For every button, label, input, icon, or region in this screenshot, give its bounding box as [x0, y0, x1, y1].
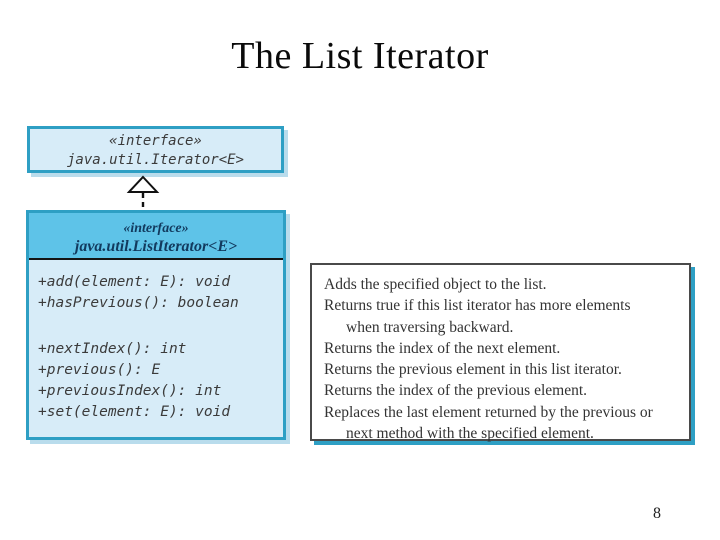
method-line: +previous(): E — [38, 361, 161, 378]
description-line: next method with the specified element. — [346, 425, 594, 443]
iterator-stereotype-label: «interface» — [109, 133, 202, 149]
uml-listiterator-header: «interface» java.util.ListIterator<E> — [29, 213, 283, 260]
page-number: 8 — [653, 505, 661, 522]
description-box: Adds the specified object to the list. R… — [310, 263, 691, 443]
inheritance-arrow-icon — [126, 175, 160, 211]
method-line: +previousIndex(): int — [38, 383, 222, 400]
page-title: The List Iterator — [231, 35, 489, 77]
description-line: Returns the index of the next element. — [324, 339, 561, 357]
method-line: +hasPrevious(): boolean — [38, 295, 239, 312]
iterator-name-label: java.util.Iterator<E> — [66, 152, 244, 168]
uml-listiterator-box: «interface» java.util.ListIterator<E> +a… — [26, 210, 286, 440]
uml-method-list: +add(element: E): void +hasPrevious(): b… — [29, 260, 283, 424]
description-line: when traversing backward. — [346, 318, 514, 336]
description-line: Adds the specified object to the list. — [324, 276, 547, 293]
method-line: +set(element: E): void — [38, 404, 231, 421]
method-line: +add(element: E): void — [38, 274, 231, 290]
description-line: Replaces the last element returned by th… — [324, 403, 653, 421]
listiterator-name-label: java.util.ListIterator<E> — [74, 238, 238, 255]
method-line: +nextIndex(): int — [38, 340, 187, 357]
listiterator-stereotype-label: «interface» — [123, 221, 189, 236]
description-line: Returns the previous element in this lis… — [324, 361, 622, 379]
description-line: Returns true if this list iterator has m… — [324, 297, 631, 315]
uml-iterator-box: «interface» java.util.Iterator<E> — [27, 126, 284, 173]
description-line: Returns the index of the previous elemen… — [324, 382, 588, 400]
